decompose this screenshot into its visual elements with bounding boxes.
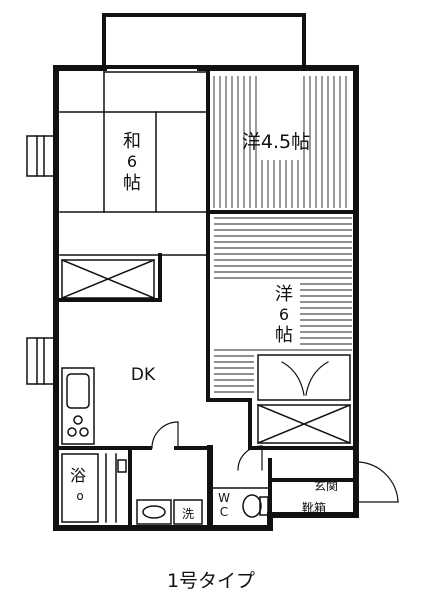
- svg-text:W: W: [218, 491, 230, 505]
- window-left-upper: [26, 135, 57, 177]
- svg-text:6: 6: [279, 305, 289, 324]
- label-yo45: 洋4.5帖: [242, 131, 310, 153]
- closet-right: [257, 354, 351, 444]
- label-dk: DK: [131, 365, 156, 385]
- svg-text:和: 和: [123, 131, 141, 152]
- tatami-lines: [59, 71, 209, 256]
- label-washitsu: 和 6 帖: [123, 131, 141, 194]
- flooring-hatch: [213, 76, 352, 393]
- window-left-lower: [26, 337, 57, 385]
- svg-text:6: 6: [127, 152, 137, 171]
- interior-walls: [54, 66, 358, 530]
- label-shoe-box: 靴箱: [302, 500, 326, 515]
- label-yo6: 洋 6 帖: [275, 284, 293, 346]
- svg-text:洋: 洋: [275, 284, 293, 305]
- bathtub: [61, 453, 127, 523]
- label-entrance: 玄関: [314, 478, 338, 493]
- door-swings: [151, 421, 399, 503]
- balcony: [102, 13, 306, 69]
- toilet: [209, 487, 271, 518]
- svg-text:帖: 帖: [123, 173, 141, 194]
- svg-text:帖: 帖: [275, 325, 293, 346]
- washbasin: [136, 499, 203, 525]
- svg-text:C: C: [220, 505, 228, 519]
- label-sink: 洗: [182, 507, 194, 521]
- svg-text:o: o: [76, 489, 83, 503]
- svg-text:浴: 浴: [70, 466, 86, 485]
- closet-left: [61, 259, 155, 299]
- label-wc: W C: [218, 491, 230, 519]
- label-bath: 浴 o: [70, 466, 86, 503]
- kitchen-counter: [61, 367, 95, 445]
- outer-walls: [53, 65, 359, 531]
- plan-caption: 1号タイプ: [166, 570, 256, 592]
- closet-doors: [281, 361, 329, 396]
